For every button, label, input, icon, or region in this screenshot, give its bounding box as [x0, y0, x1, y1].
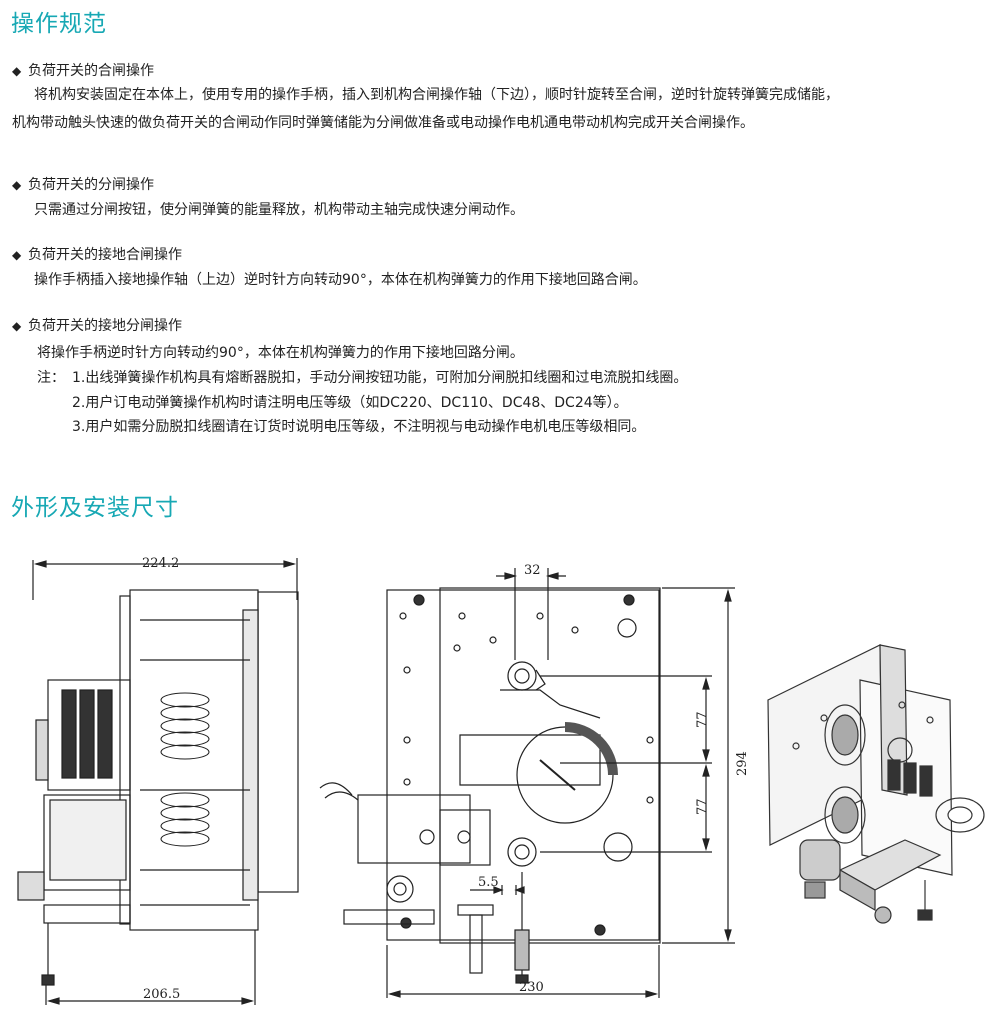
para-line: 将机构安装固定在本体上，使用专用的操作手柄，插入到机构合闸操作轴（下边），顺时针… [34, 87, 839, 103]
dim-front-shaft-gap: 32 [524, 563, 541, 578]
heading-text: 负荷开关的分闸操作 [28, 177, 154, 193]
bullet-heading-ground-opening: ◆ 负荷开关的接地分闸操作 [12, 315, 182, 335]
dim-side-bottom: 206.5 [143, 987, 180, 1002]
dim-side-top: 224.2 [142, 556, 179, 571]
mechanism-drawings: 224.2 206.5 [17, 556, 985, 1005]
para-line: 操作手柄插入接地操作轴（上边）逆时针方向转动90°，本体在机构弹簧力的作用下接地… [34, 272, 647, 288]
note-line: 3.用户如需分励脱扣线圈请在订货时说明电压等级，不注明视与电动操作电机电压等级相… [72, 419, 646, 435]
diamond-bullet-icon: ◆ [12, 178, 22, 192]
dim-front-offset: 5.5 [478, 875, 499, 890]
dim-front-width: 230 [519, 980, 544, 995]
bullet-heading-opening: ◆ 负荷开关的分闸操作 [12, 174, 154, 194]
heading-text: 负荷开关的合闸操作 [28, 63, 154, 79]
para-line: 只需通过分闸按钮，使分闸弹簧的能量释放，机构带动主轴完成快速分闸动作。 [34, 202, 524, 218]
note-line: 2.用户订电动弹簧操作机构时请注明电压等级（如DC220、DC110、DC48、… [72, 395, 628, 411]
dim-front-upper: 77 [695, 711, 710, 728]
bullet-heading-closing: ◆ 负荷开关的合闸操作 [12, 60, 154, 80]
diamond-bullet-icon: ◆ [12, 64, 22, 78]
notes-label: 注： [37, 370, 65, 386]
side-view-drawing [17, 558, 299, 1005]
front-view-drawing [319, 568, 735, 998]
isometric-view-drawing [767, 644, 985, 924]
heading-text: 负荷开关的接地分闸操作 [28, 318, 182, 334]
bullet-heading-ground-closing: ◆ 负荷开关的接地合闸操作 [12, 244, 182, 264]
heading-text: 负荷开关的接地合闸操作 [28, 247, 182, 263]
para-line: 将操作手柄逆时针方向转动约90°，本体在机构弹簧力的作用下接地回路分闸。 [37, 345, 524, 361]
diamond-bullet-icon: ◆ [12, 248, 22, 262]
section-title-dimensions: 外形及安装尺寸 [11, 495, 179, 521]
dim-front-lower: 77 [695, 798, 710, 815]
para-line: 机构带动触头快速的做负荷开关的合闸动作同时弹簧储能为分闸做准备或电动操作电机通电… [12, 115, 754, 131]
section-title-operation: 操作规范 [11, 11, 107, 37]
note-line: 1.出线弹簧操作机构具有熔断器脱扣，手动分闸按钮功能，可附加分闸脱扣线圈和过电流… [72, 370, 688, 386]
dim-front-total-height: 294 [735, 751, 750, 776]
diamond-bullet-icon: ◆ [12, 319, 22, 333]
